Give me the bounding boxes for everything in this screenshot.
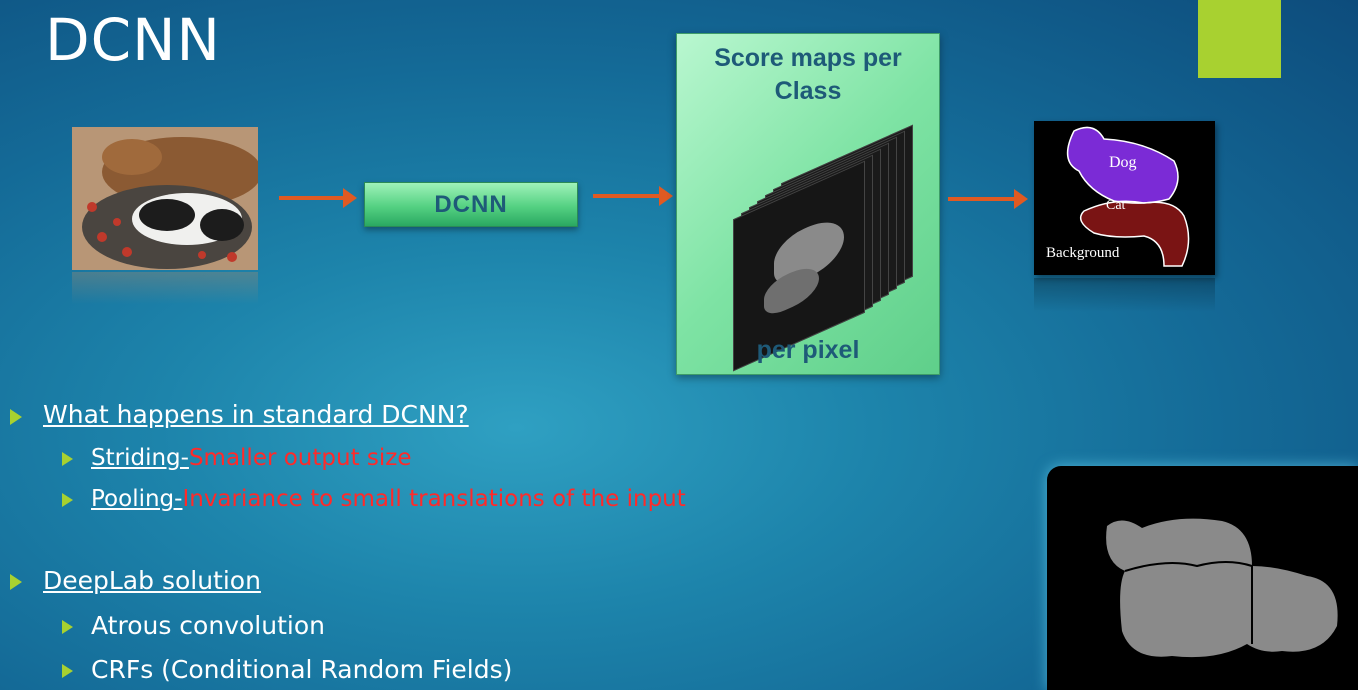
input-photo-reflection: [72, 272, 258, 304]
mask-illustration: [1106, 518, 1338, 658]
bullet-triangle-icon: [62, 452, 73, 466]
segmentation-label-background: Background: [1046, 245, 1120, 261]
segmentation-reflection: [1034, 278, 1215, 312]
bullet-triangle-icon: [10, 409, 22, 425]
bullet-crf: CRFs (Conditional Random Fields): [91, 655, 513, 684]
arrow-icon: [279, 188, 357, 208]
bullet-pooling-desc: Invariance to small translations of the …: [182, 486, 686, 512]
slide-title: DCNN: [45, 6, 221, 74]
bullet-triangle-icon: [62, 493, 73, 507]
score-maps-title: Score maps per Class: [714, 44, 902, 105]
bullet-triangle-icon: [10, 574, 22, 590]
input-photo-illustration: [72, 127, 258, 270]
segmentation-illustration: [1066, 126, 1190, 267]
segmentation-label-cat: Cat: [1106, 198, 1126, 213]
score-maps-footer: per pixel: [756, 336, 860, 364]
bullet-atrous: Atrous convolution: [91, 611, 325, 640]
dcnn-block: DCNN: [364, 182, 578, 227]
arrow-icon: [948, 189, 1028, 209]
bullet-triangle-icon: [62, 664, 73, 678]
accent-square: [1198, 0, 1281, 78]
input-photo: [72, 127, 258, 270]
bullet-pooling: Pooling-Invariance to small translations…: [91, 486, 686, 512]
score-maps-box: Score maps per Class per pixel: [676, 33, 940, 375]
mask-image: [1047, 466, 1358, 690]
bullet-question-deeplab: DeepLab solution: [43, 566, 261, 595]
dcnn-block-label: DCNN: [434, 190, 508, 218]
bullet-pooling-term: Pooling-: [91, 486, 183, 512]
bullet-striding: Striding-Smaller output size: [91, 445, 412, 471]
bullet-striding-term: Striding-: [91, 445, 189, 471]
bullet-question-standard: What happens in standard DCNN?: [43, 400, 469, 429]
bullet-striding-desc: Smaller output size: [188, 445, 412, 471]
segmentation-label-dog: Dog: [1109, 154, 1137, 171]
bullet-triangle-icon: [62, 620, 73, 634]
arrow-icon: [593, 186, 673, 206]
score-map-stack: [729, 124, 913, 372]
segmentation-output: Dog Cat Background: [1034, 121, 1215, 275]
